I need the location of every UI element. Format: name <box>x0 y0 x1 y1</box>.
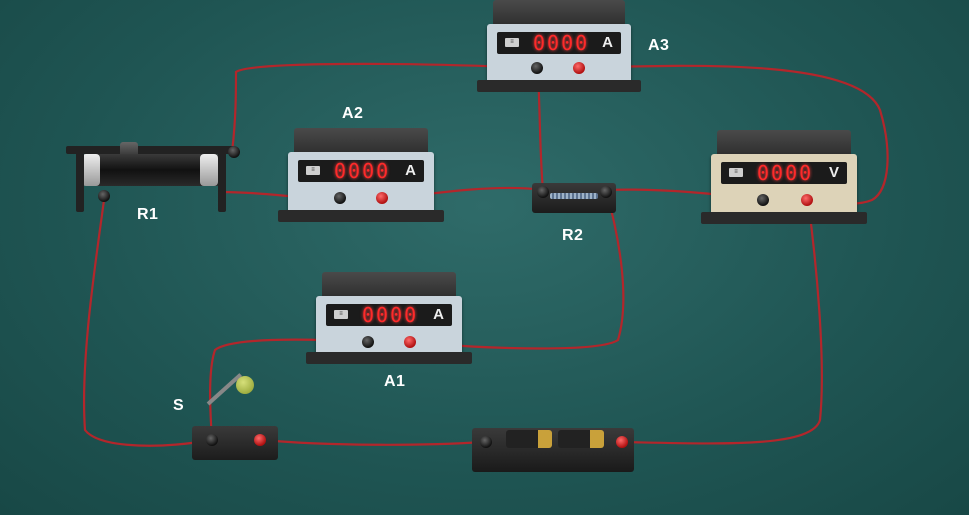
wire <box>209 338 368 442</box>
rheostat-r1[interactable] <box>62 142 244 214</box>
wire <box>260 438 486 446</box>
meter-unit: A <box>405 162 416 179</box>
terminal-positive[interactable] <box>573 62 585 74</box>
meter-face: ≡ 0000 V <box>711 154 857 216</box>
meter-face: ≡ 0000 A <box>316 296 462 356</box>
meter-reading: 0000 <box>334 159 391 183</box>
terminal-negative[interactable] <box>531 62 543 74</box>
terminal-negative[interactable] <box>480 436 492 448</box>
meter-unit: A <box>433 306 444 323</box>
meter-reading: 0000 <box>757 161 814 185</box>
rheostat-end-right <box>200 154 218 186</box>
terminal-negative[interactable] <box>334 192 346 204</box>
rheostat-rail <box>66 146 236 154</box>
meter-display: ≡ 0000 V <box>721 162 847 184</box>
ammeter-a1[interactable]: ≡ 0000 A <box>306 272 472 364</box>
meter-face: ≡ 0000 A <box>288 152 434 214</box>
battery-cell <box>558 430 604 448</box>
switch-s[interactable] <box>192 372 280 462</box>
terminal-post[interactable] <box>254 434 266 446</box>
rheostat-end-left <box>82 154 100 186</box>
wire <box>82 198 212 447</box>
switch-knob[interactable] <box>236 376 254 394</box>
ammeter-a3[interactable]: ≡ 0000 A <box>477 0 641 92</box>
terminal-post[interactable] <box>600 186 612 198</box>
terminal-post[interactable] <box>228 146 240 158</box>
terminal-positive[interactable] <box>616 436 628 448</box>
meter-badge: ≡ <box>334 310 348 319</box>
rheostat-leg-right <box>218 148 226 212</box>
battery-holder[interactable] <box>472 422 634 474</box>
resistor-r2[interactable] <box>532 183 616 219</box>
label-a1: A1 <box>384 373 406 390</box>
label-r1: R1 <box>137 206 159 223</box>
terminal-negative[interactable] <box>362 336 374 348</box>
terminal-positive[interactable] <box>404 336 416 348</box>
meter-reading: 0000 <box>362 303 419 327</box>
meter-badge: ≡ <box>729 168 743 177</box>
terminal-post[interactable] <box>206 434 218 446</box>
meter-display: ≡ 0000 A <box>298 160 424 182</box>
label-s: S <box>173 397 185 414</box>
meter-face: ≡ 0000 A <box>487 24 631 84</box>
meter-badge: ≡ <box>505 38 519 47</box>
terminal-post[interactable] <box>537 186 549 198</box>
meter-unit: A <box>602 34 613 51</box>
resistor-body <box>550 193 598 199</box>
label-a2: A2 <box>342 105 364 122</box>
terminal-negative[interactable] <box>757 194 769 206</box>
terminal-positive[interactable] <box>376 192 388 204</box>
ammeter-a2[interactable]: ≡ 0000 A <box>278 128 444 222</box>
meter-reading: 0000 <box>533 31 590 55</box>
meter-display: ≡ 0000 A <box>326 304 452 326</box>
wire <box>230 62 537 154</box>
wire <box>408 188 625 350</box>
meter-display: ≡ 0000 A <box>497 32 621 54</box>
wire <box>620 198 823 445</box>
voltmeter[interactable]: ≡ 0000 V <box>701 130 867 224</box>
label-a3: A3 <box>648 37 670 54</box>
battery-cell <box>506 430 552 448</box>
wire <box>578 64 889 205</box>
label-r2: R2 <box>562 227 584 244</box>
terminal-positive[interactable] <box>801 194 813 206</box>
meter-badge: ≡ <box>306 166 320 175</box>
terminal-post[interactable] <box>98 190 110 202</box>
meter-unit: V <box>828 164 839 181</box>
rheostat-leg-left <box>76 148 84 212</box>
rheostat-coil <box>82 154 222 186</box>
